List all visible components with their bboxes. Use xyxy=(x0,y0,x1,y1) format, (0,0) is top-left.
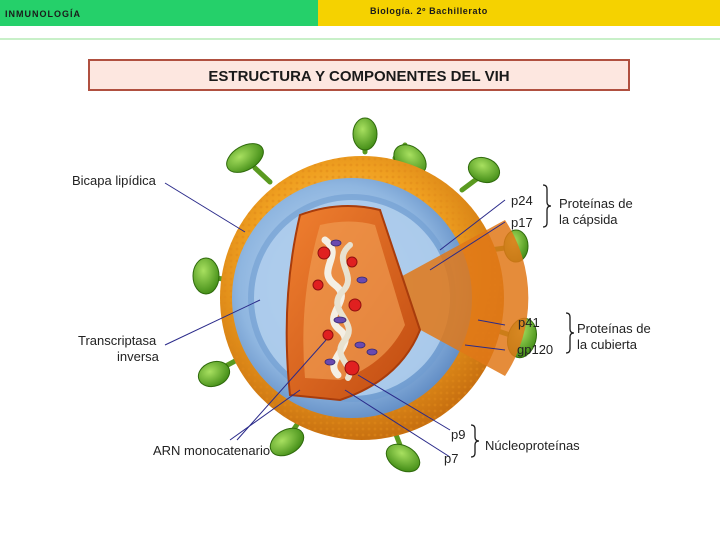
label-transcriptasa-2: inversa xyxy=(117,349,159,364)
header-course: Biología. 2º Bachillerato xyxy=(370,6,488,16)
label-arn-monocatenario: ARN monocatenario xyxy=(153,443,271,458)
label-capsida-1: Proteínas de xyxy=(559,196,633,211)
header-divider xyxy=(0,38,720,40)
label-cubierta-2: la cubierta xyxy=(577,337,637,352)
page-title: ESTRUCTURA Y COMPONENTES DEL VIH xyxy=(208,68,510,85)
header-left-bar: INMUNOLOGÍA xyxy=(0,0,318,26)
label-p9: p9 xyxy=(451,427,466,442)
envelope-cutaway xyxy=(362,220,529,376)
enzymes-red xyxy=(312,246,362,376)
label-p17: p17 xyxy=(511,215,533,230)
leader-lines xyxy=(164,182,506,458)
proteins-purple xyxy=(324,239,378,366)
label-p7: p7 xyxy=(444,451,459,466)
page-title-box: ESTRUCTURA Y COMPONENTES DEL VIH xyxy=(88,59,630,91)
label-p41: p41 xyxy=(518,315,540,330)
rna-strand-2 xyxy=(334,242,353,381)
label-bicapa-lipidica: Bicapa lipídica xyxy=(72,173,156,188)
header-right-bar: Biología. 2º Bachillerato xyxy=(318,0,720,26)
label-nucleoproteinas: Núcleoproteínas xyxy=(485,438,580,453)
label-gp120: gp120 xyxy=(517,342,554,357)
label-p24: p24 xyxy=(511,193,533,208)
braces xyxy=(470,184,575,458)
label-transcriptasa-1: Transcriptasa xyxy=(78,333,157,348)
label-capsida-2: la cápsida xyxy=(559,212,618,227)
label-cubierta-1: Proteínas de xyxy=(577,321,651,336)
header-subject: INMUNOLOGÍA xyxy=(5,9,81,19)
